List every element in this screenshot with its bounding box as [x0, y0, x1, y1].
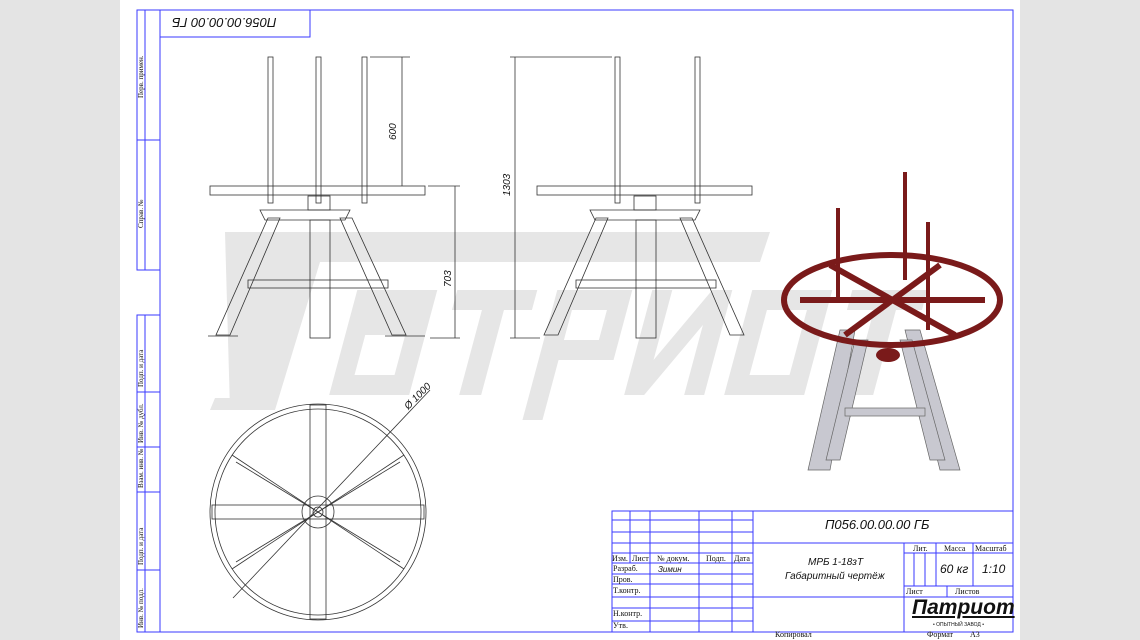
- rotated-drawing-code: П056.00.00.00 ГБ: [172, 15, 277, 30]
- side-view: [510, 56, 753, 339]
- product-name: МРБ 1-18зТ: [808, 557, 864, 568]
- row-tkontr: Т.контр.: [613, 586, 641, 595]
- format-label: Формат: [927, 630, 954, 639]
- 3d-model: [781, 172, 1003, 471]
- header-date: Дата: [734, 554, 750, 563]
- masshtab-label: Масштаб: [975, 544, 1007, 553]
- row-prov: Пров.: [613, 575, 633, 584]
- dim-total-height: 1303: [502, 173, 513, 196]
- stamp-label: Инв. № подл.: [137, 588, 145, 628]
- watermark-logo: [210, 232, 928, 420]
- stamp-label: Взам. инв. №: [137, 448, 145, 488]
- stamp-label: Справ. №: [137, 199, 145, 228]
- massa-label: Масса: [944, 544, 966, 553]
- stamp-label: Перв. примен.: [137, 55, 145, 99]
- header-list: Лист: [632, 554, 649, 563]
- dim-base-height: 703: [443, 270, 454, 287]
- header-doc: № докум.: [657, 554, 690, 563]
- drawing-sheet: 600 1303 703 Ø 1000 П056.00.00.00 ГБ Пер…: [120, 0, 1020, 640]
- front-view: [208, 56, 460, 339]
- mass-value: 60 кг: [940, 562, 969, 576]
- drawing-title: Габаритный чертёж: [785, 571, 885, 582]
- stamp-label: Подп. и дата: [137, 349, 145, 387]
- developer-name: Зимин: [658, 565, 682, 574]
- company-logo-sub: • ОПЫТНЫЙ ЗАВОД •: [933, 622, 984, 628]
- company-logo: Патриот: [912, 596, 1015, 619]
- scale-value: 1:10: [982, 562, 1006, 576]
- sheet-frame: [136, 9, 1014, 633]
- row-razrab: Разраб.: [613, 564, 638, 573]
- drawing-code: П056.00.00.00 ГБ: [825, 517, 930, 532]
- row-utv: Утв.: [613, 621, 628, 630]
- lit-label: Лит.: [913, 544, 928, 553]
- dim-spindle-height: 600: [388, 123, 399, 140]
- copied-label: Копировал: [775, 630, 812, 639]
- stamp-label: Подп. и дата: [137, 527, 145, 565]
- format-value: А3: [970, 630, 980, 639]
- header-sign: Подп.: [706, 554, 726, 563]
- row-nkontr: Н.контр.: [613, 609, 643, 618]
- stamp-label: Инв. № дубл.: [137, 403, 145, 443]
- sheets-label: Листов: [955, 587, 980, 596]
- header-izm: Изм.: [612, 554, 628, 563]
- sheet-label: Лист: [906, 587, 923, 596]
- drawing-canvas: [136, 9, 1014, 633]
- top-view: [209, 389, 431, 621]
